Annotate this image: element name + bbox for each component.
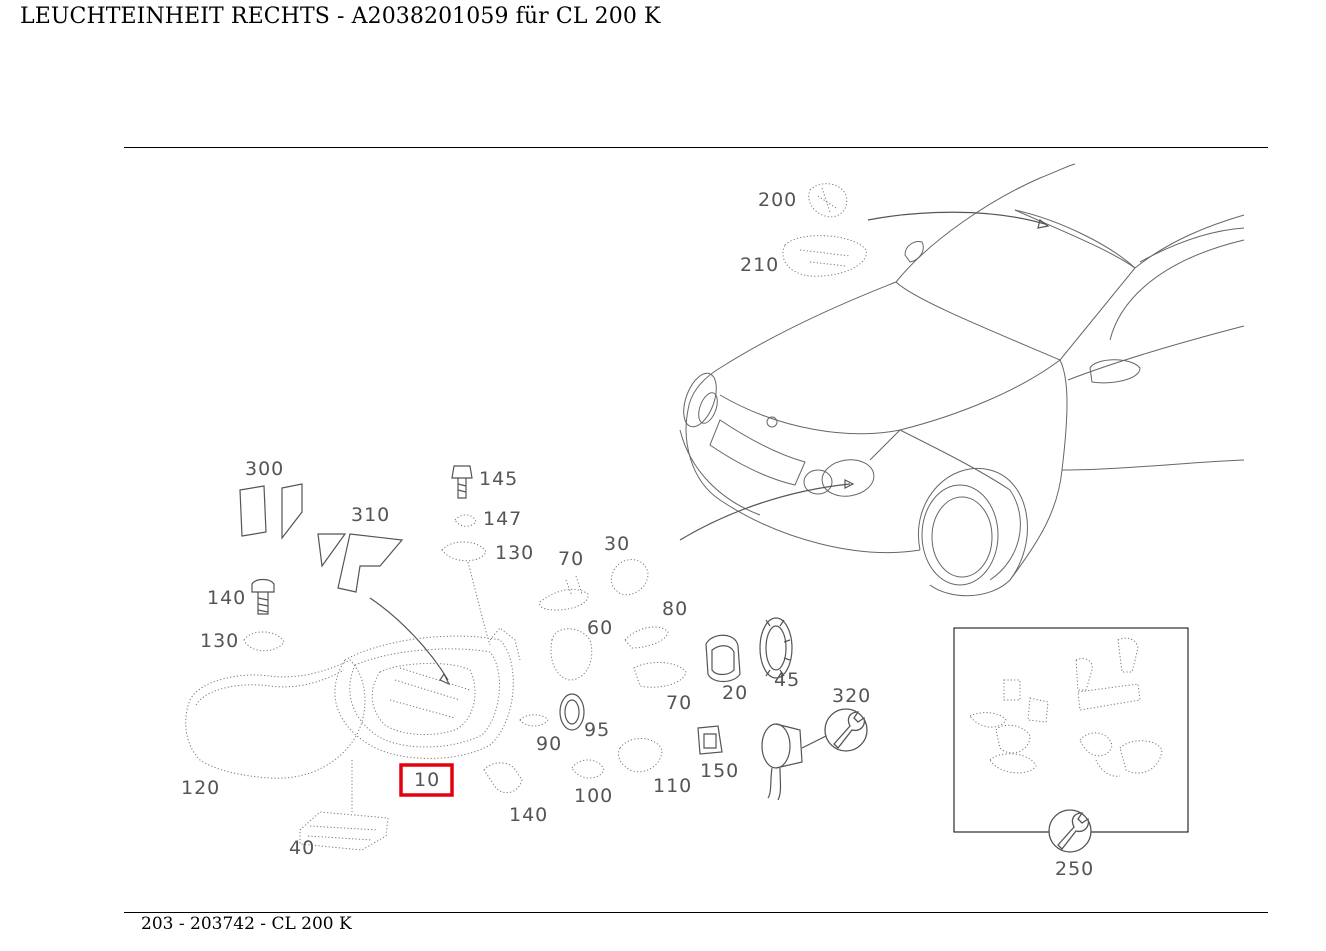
car-outline bbox=[679, 163, 1245, 597]
headlamp-unit-sketch bbox=[334, 627, 521, 759]
callout-320[interactable]: 320 bbox=[832, 685, 871, 707]
callout-70[interactable]: 70 bbox=[558, 548, 584, 570]
callout-30[interactable]: 30 bbox=[604, 533, 630, 555]
bulb-210-sketch bbox=[782, 235, 867, 277]
screw-140 bbox=[251, 578, 275, 615]
callout-140[interactable]: 140 bbox=[509, 804, 548, 826]
callout-130[interactable]: 130 bbox=[495, 542, 534, 564]
ring-45 bbox=[759, 617, 793, 679]
callout-80[interactable]: 80 bbox=[662, 598, 688, 620]
callout-200[interactable]: 200 bbox=[758, 189, 797, 211]
motor-320 bbox=[761, 723, 803, 801]
callout-210[interactable]: 210 bbox=[740, 254, 779, 276]
page-title: LEUCHTEINHEIT RECHTS - A2038201059 für C… bbox=[20, 4, 661, 29]
callout-310[interactable]: 310 bbox=[351, 504, 390, 526]
callout-95[interactable]: 95 bbox=[584, 719, 610, 741]
wrench-icon[interactable] bbox=[1048, 809, 1092, 853]
header-divider bbox=[124, 147, 1268, 148]
callout-140[interactable]: 140 bbox=[207, 587, 246, 609]
footer-divider bbox=[124, 912, 1268, 913]
callout-145[interactable]: 145 bbox=[479, 468, 518, 490]
ring-95 bbox=[559, 693, 585, 731]
inset-box bbox=[953, 627, 1189, 833]
clip-150 bbox=[697, 725, 723, 755]
selected-part-highlight[interactable] bbox=[399, 763, 454, 797]
callout-10[interactable]: 10 bbox=[414, 769, 440, 791]
wrench-icon[interactable] bbox=[801, 708, 868, 752]
callout-90[interactable]: 90 bbox=[536, 733, 562, 755]
callout-100[interactable]: 100 bbox=[574, 785, 613, 807]
callout-130[interactable]: 130 bbox=[200, 630, 239, 652]
callout-40[interactable]: 40 bbox=[289, 837, 315, 859]
footer-model-code: 203 - 203742 - CL 200 K bbox=[141, 914, 352, 934]
callout-250[interactable]: 250 bbox=[1055, 858, 1094, 880]
bulb-200-sketch bbox=[808, 183, 848, 218]
callout-147[interactable]: 147 bbox=[483, 508, 522, 530]
socket-20 bbox=[705, 634, 741, 683]
callout-70[interactable]: 70 bbox=[666, 692, 692, 714]
callout-120[interactable]: 120 bbox=[181, 777, 220, 799]
callout-300[interactable]: 300 bbox=[245, 458, 284, 480]
callout-150[interactable]: 150 bbox=[700, 760, 739, 782]
callout-20[interactable]: 20 bbox=[722, 682, 748, 704]
callout-110[interactable]: 110 bbox=[653, 775, 692, 797]
callout-60[interactable]: 60 bbox=[587, 617, 613, 639]
screw-145 bbox=[451, 465, 473, 499]
callout-45[interactable]: 45 bbox=[774, 669, 800, 691]
